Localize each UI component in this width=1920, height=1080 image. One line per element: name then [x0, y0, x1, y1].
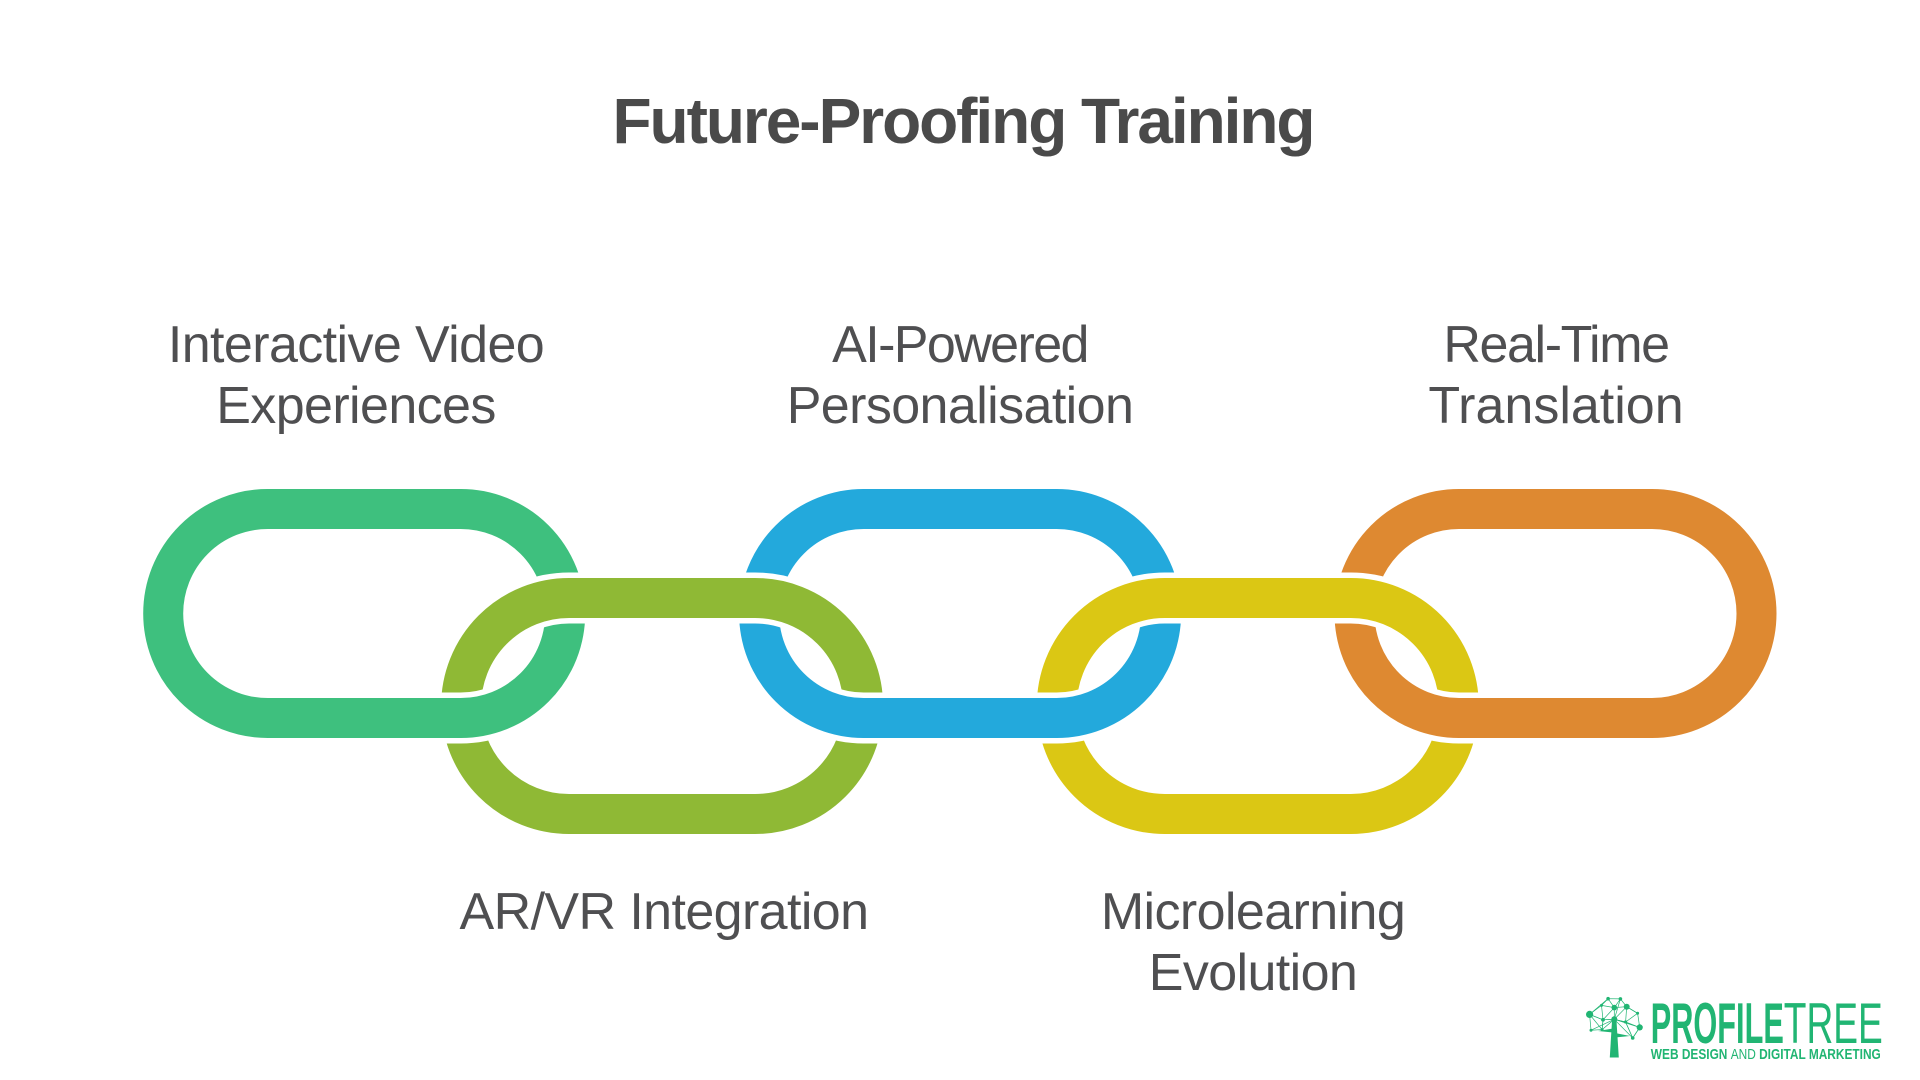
svg-text:WEB DESIGN AND DIGITAL MARKETI: WEB DESIGN AND DIGITAL MARKETING — [1651, 1047, 1881, 1063]
svg-text:TREE: TREE — [1784, 992, 1883, 1056]
svg-text:PROFILE: PROFILE — [1651, 992, 1784, 1056]
